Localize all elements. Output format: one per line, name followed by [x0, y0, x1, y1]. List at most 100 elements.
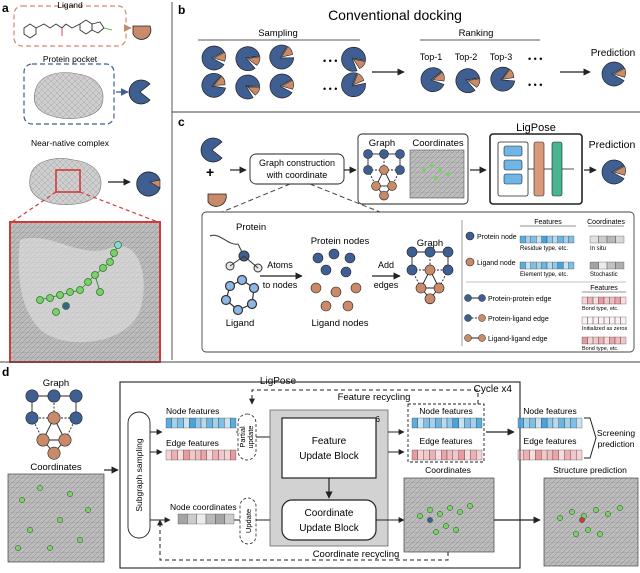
legend-coordinates-header: Coordinates	[587, 219, 625, 226]
feature-cell	[564, 449, 571, 461]
docking-pose-icon	[490, 66, 516, 92]
ligand-atom	[597, 531, 603, 537]
pocket-dashed-box	[23, 63, 115, 125]
update-label: Update	[244, 509, 253, 533]
feature-cell	[598, 316, 605, 325]
ligand-node	[379, 190, 389, 201]
feature-cell	[230, 417, 237, 429]
ranking-ellipsis-bottom: • • •	[528, 80, 542, 90]
ligand-atom	[437, 511, 443, 517]
c-graph-label-2: Graph	[417, 238, 443, 249]
coordinate-recycling-arrow	[157, 519, 449, 561]
feature-cell	[620, 336, 627, 345]
partial-update-label-1: Partial	[238, 426, 247, 448]
feature-cell	[587, 316, 594, 325]
screening-label-1: Screening	[597, 428, 636, 438]
d-ligpose-label: LigPose	[260, 376, 297, 387]
c-graph-label: Graph	[369, 138, 395, 149]
protein-pacman-shape	[455, 68, 480, 94]
feature-cell	[541, 235, 548, 244]
d-input-graph	[25, 389, 83, 460]
ranking-label: Ranking	[459, 28, 494, 39]
feature-cell	[177, 417, 184, 429]
feature-cell	[563, 235, 569, 244]
protein-node	[312, 252, 324, 264]
feature-cell	[530, 261, 537, 270]
protein-node	[406, 264, 418, 276]
ligand-atom	[19, 497, 25, 503]
docking-pose-icon	[201, 45, 226, 71]
c-coordinates-label: Coordinates	[412, 138, 463, 149]
feature-cell	[546, 449, 554, 461]
feature-block-label-2: Update Block	[299, 451, 359, 462]
top-1-label: Top-1	[420, 52, 443, 62]
feature-cell	[224, 417, 231, 429]
feature-cell	[200, 449, 207, 461]
zoomed-ligand-atoms	[36, 241, 122, 316]
partial-update-box	[237, 413, 257, 461]
legend-ll-edge-feature-bar	[581, 336, 627, 345]
feature-cell	[541, 261, 548, 270]
legend-ligand-node: Ligand node	[477, 260, 516, 267]
legend: Features Coordinates Protein node Residu…	[464, 219, 627, 352]
c-protein-icon	[200, 137, 223, 163]
legend-protein-node: Protein node	[477, 234, 517, 241]
protein-nodes-label: Protein nodes	[311, 236, 370, 247]
docking-pose-icon	[341, 46, 366, 72]
ligand-atom	[77, 537, 83, 543]
ligand-wedge-shape	[352, 72, 365, 86]
ligand-node	[387, 181, 397, 191]
feature-cell	[435, 449, 442, 461]
ligand-atom	[427, 517, 433, 523]
d-coordinates-label: Coordinates	[30, 462, 81, 473]
feature-cell	[576, 417, 583, 429]
legend-pp-edge-icon	[464, 294, 486, 302]
feature-cell	[423, 417, 430, 429]
feature-cell	[589, 261, 599, 270]
legend-protein-node-icon	[465, 231, 475, 241]
coordinate-recycling-label: Coordinate recycling	[313, 549, 400, 560]
feature-cell	[552, 261, 558, 270]
docking-pose-icon	[235, 74, 261, 100]
ligand-node	[47, 446, 61, 460]
feature-cell	[464, 449, 471, 461]
feature-cell	[546, 417, 554, 429]
ligand-atom	[417, 513, 423, 519]
feature-cell	[200, 417, 207, 429]
protein-pacman-shape	[201, 72, 226, 98]
ligand-atom	[433, 529, 439, 535]
legend-pl-edge-feat: Initialized as zeros	[582, 326, 627, 332]
out-coordinates-atoms	[417, 503, 473, 535]
feature-cell	[576, 449, 583, 461]
feature-cell	[517, 417, 524, 429]
ligand-node	[424, 264, 436, 276]
feature-cell	[598, 235, 608, 244]
legend-pl-edge-feature-bar	[581, 316, 627, 325]
feature-cell	[620, 296, 627, 305]
docking-pose-icon	[235, 46, 261, 72]
ligand-atom	[617, 505, 623, 511]
feature-cell	[189, 449, 196, 461]
ligand-node	[350, 282, 362, 294]
feature-cell	[212, 449, 219, 461]
protein-pacman-shape	[341, 72, 366, 98]
protein-node	[25, 389, 39, 403]
sampling-pose-grid	[201, 44, 366, 100]
ligand-atom	[27, 527, 33, 533]
feature-cell	[530, 235, 537, 244]
feature-cell	[529, 417, 536, 429]
ligand-node	[342, 300, 354, 312]
feature-cell	[552, 235, 558, 244]
panel-d-letter: d	[2, 365, 9, 379]
protein-pacman-icon	[128, 79, 151, 105]
panel-c-letter: c	[178, 115, 185, 129]
feature-cell	[441, 449, 448, 461]
c-coordinates-image	[409, 149, 465, 199]
top-3-label: Top-3	[490, 52, 513, 62]
legend-edge-features-header: Features	[590, 285, 618, 292]
ligand-wedge-shape	[613, 67, 626, 78]
feature-update-block	[281, 417, 377, 479]
feature-cell	[589, 235, 599, 244]
ligand-node	[371, 181, 381, 191]
protein-pacman-shape	[235, 74, 261, 100]
